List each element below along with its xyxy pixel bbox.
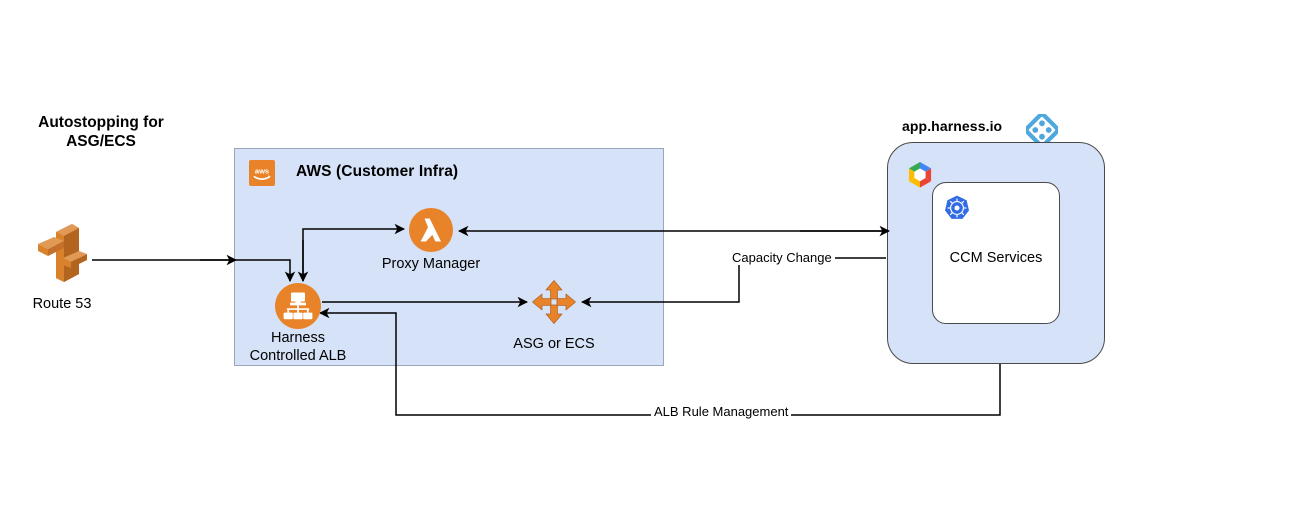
aws-autoscaling-icon — [531, 279, 577, 325]
aws-panel-title: AWS (Customer Infra) — [296, 163, 459, 180]
harness-logo-icon — [1024, 112, 1060, 148]
aws-logo-icon: aws — [249, 160, 275, 186]
harness-controlled-alb-label: Harness Controlled ALB — [249, 330, 347, 364]
asg-or-ecs-label: ASG or ECS — [513, 336, 595, 352]
google-cloud-logo-icon — [902, 158, 938, 194]
aws-route53-icon — [34, 220, 90, 282]
proxy-manager-label: Proxy Manager — [381, 256, 481, 272]
aws-lambda-icon — [408, 207, 454, 253]
route53-label: Route 53 — [32, 296, 92, 312]
kubernetes-logo-icon — [943, 194, 971, 222]
edge-label-capacity-change: Capacity Change — [729, 250, 835, 265]
svg-text:aws: aws — [255, 167, 269, 176]
edge-label-alb-rule-management: ALB Rule Management — [651, 404, 792, 419]
page-title: Autostopping for ASG/ECS — [38, 114, 164, 150]
ccm-services-label: CCM Services — [949, 250, 1043, 266]
aws-load-balancer-icon — [274, 282, 322, 330]
harness-panel-label: app.harness.io — [902, 118, 1003, 134]
